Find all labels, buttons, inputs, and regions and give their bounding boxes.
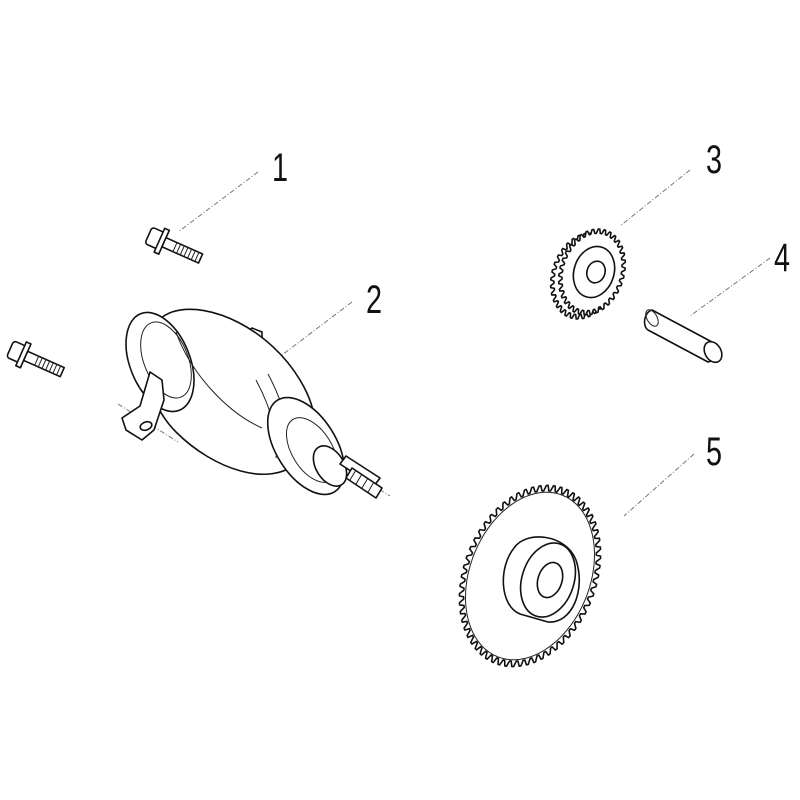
leader-1	[177, 171, 259, 233]
leader-3	[619, 169, 691, 227]
leader-2	[277, 301, 353, 359]
callout-5: 5	[706, 430, 723, 474]
starter-driven-gear	[458, 484, 602, 668]
shaft-pin	[643, 309, 723, 364]
leader-4	[689, 257, 771, 317]
callout-1: 1	[272, 146, 289, 190]
callout-3: 3	[706, 138, 723, 182]
reduction-gear	[549, 228, 627, 320]
callout-2: 2	[366, 278, 383, 322]
mount-axis	[117, 403, 179, 443]
callout-4: 4	[774, 236, 791, 280]
starter-motor	[121, 308, 383, 499]
bolt-lower	[6, 340, 66, 378]
leader-5	[623, 453, 695, 517]
bolt-upper	[144, 227, 204, 264]
